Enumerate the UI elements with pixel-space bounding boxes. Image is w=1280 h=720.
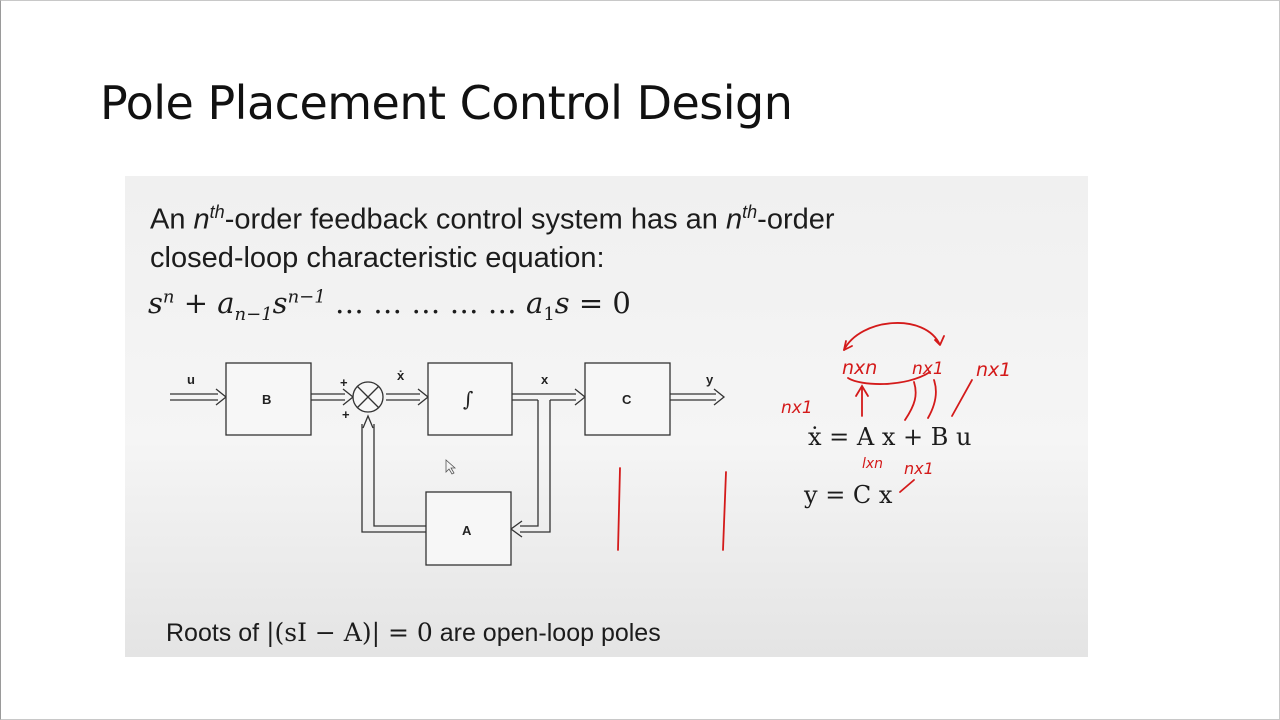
arrow-into-a bbox=[509, 520, 523, 538]
intro-line-1: An nth-order feedback control system has… bbox=[150, 202, 835, 236]
wire-x-to-a bbox=[520, 400, 551, 533]
mouse-cursor-icon bbox=[445, 459, 457, 475]
red-underline-swap bbox=[847, 371, 931, 385]
annotation-nx1-b: nx1 bbox=[976, 359, 1011, 381]
red-swap-arrow bbox=[843, 322, 945, 351]
arrow-into-sum bbox=[342, 388, 355, 406]
annotation-nx1-left: nx1 bbox=[781, 398, 813, 418]
summing-junction bbox=[352, 381, 384, 413]
block-b-label: B bbox=[262, 392, 271, 407]
red-swap-arrowhead bbox=[843, 340, 853, 351]
block-a-label: A bbox=[462, 523, 472, 538]
annotation-nx1-a: nx1 bbox=[912, 359, 944, 379]
block-b bbox=[225, 362, 312, 436]
arrow-into-b bbox=[215, 388, 228, 406]
slide-title: Pole Placement Control Design bbox=[100, 76, 793, 130]
red-stroke-c bbox=[951, 379, 973, 417]
red-up-arrow bbox=[855, 384, 869, 417]
wire-sum-to-integrator bbox=[386, 393, 420, 401]
open-loop-poles-note: Roots of |(sI − A)| = 0 are open-loop po… bbox=[166, 618, 661, 647]
summer-sign-top: + bbox=[340, 375, 348, 390]
red-stroke-d bbox=[899, 479, 915, 493]
annotation-nxn: nxn bbox=[842, 357, 877, 379]
summer-sign-bottom: + bbox=[342, 407, 350, 422]
signal-u-label: u bbox=[187, 372, 195, 387]
signal-x-label: x bbox=[541, 372, 549, 387]
block-c bbox=[584, 362, 671, 436]
wire-b-to-sum bbox=[311, 393, 345, 401]
block-a bbox=[425, 491, 512, 566]
wire-integrator-to-c bbox=[512, 393, 576, 401]
arrow-into-c bbox=[574, 388, 587, 406]
wire-c-to-y bbox=[670, 393, 716, 401]
arrow-out-y bbox=[713, 388, 726, 406]
intro-text: An nth-order feedback control system has… bbox=[150, 193, 1050, 277]
red-vertical-stroke-right bbox=[722, 471, 727, 551]
wire-u-to-b bbox=[170, 393, 218, 401]
annotation-lxn: lxn bbox=[862, 456, 883, 472]
arrow-feedback-into-sum bbox=[362, 414, 374, 429]
red-stroke-a bbox=[904, 381, 917, 421]
characteristic-equation: sn + an−1sn−1 … … … … … a1s = 0 bbox=[148, 286, 631, 325]
red-vertical-stroke-left bbox=[617, 467, 621, 551]
annotation-nx1-c: nx1 bbox=[904, 459, 934, 478]
signal-wires bbox=[170, 388, 726, 538]
block-c-label: C bbox=[622, 392, 632, 407]
signal-xdot-label: ẋ bbox=[397, 368, 405, 383]
integrator-symbol: ∫ bbox=[463, 387, 473, 411]
signal-y-label: y bbox=[706, 372, 714, 387]
output-equation: y = C x bbox=[804, 481, 893, 509]
handwritten-annotations bbox=[617, 322, 973, 551]
arrow-into-integrator bbox=[417, 388, 430, 406]
block-integrator bbox=[427, 362, 513, 436]
state-equation: ẋ = A x + B u bbox=[808, 423, 972, 451]
wire-a-to-sum bbox=[361, 424, 426, 533]
red-stroke-b bbox=[927, 379, 937, 419]
intro-line-2: closed-loop characteristic equation: bbox=[150, 241, 605, 274]
